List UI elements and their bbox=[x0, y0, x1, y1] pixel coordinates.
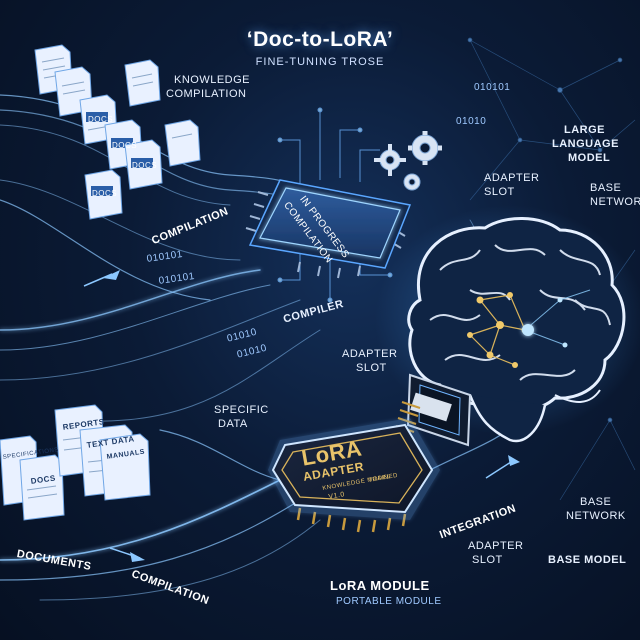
arrow-icon bbox=[485, 455, 520, 479]
document-icon bbox=[124, 59, 161, 107]
doc-label: DOCS bbox=[92, 189, 118, 198]
doc-label: DOCS bbox=[88, 115, 114, 124]
doc-label: DOCS bbox=[132, 161, 158, 170]
gear-icon bbox=[408, 131, 442, 165]
document-icon bbox=[164, 119, 201, 167]
lora-adapter-chip bbox=[268, 418, 440, 533]
background-network bbox=[467, 37, 636, 501]
gear-icon bbox=[403, 173, 421, 191]
binary-text: 01010 bbox=[456, 116, 487, 127]
document-stack-top bbox=[34, 44, 201, 220]
adapter-port bbox=[395, 373, 472, 447]
label-adapter-mid: ADAPTER bbox=[342, 348, 398, 360]
gear-icon bbox=[374, 144, 406, 176]
compilation-chip bbox=[245, 179, 412, 279]
diagram-title: ‘Doc-to-LoRA’ bbox=[246, 28, 394, 51]
label-specific: SPECIFIC bbox=[214, 404, 269, 416]
label-base-bottom: BASE bbox=[580, 496, 612, 508]
label-llm-model: MODEL bbox=[568, 152, 611, 164]
label-network-bottom: NETWORK bbox=[566, 510, 626, 522]
document-icon bbox=[124, 139, 163, 190]
label-data: DATA bbox=[218, 418, 248, 430]
document-icon bbox=[99, 433, 151, 501]
label-slot-bottom: SLOT bbox=[472, 554, 503, 566]
label-adapter-bottom: ADAPTER bbox=[468, 540, 524, 552]
label-llm-language: LANGUAGE bbox=[552, 138, 619, 150]
label-knowledge: KNOWLEDGE bbox=[174, 74, 251, 86]
diagram-subtitle: FINE-TUNING TROSE bbox=[255, 56, 385, 68]
arrow-icon bbox=[109, 547, 145, 562]
document-stack-bottom bbox=[0, 404, 151, 521]
document-icon bbox=[84, 169, 123, 220]
label-network-top: NETWORK bbox=[590, 196, 640, 208]
label-base-top: BASE bbox=[590, 182, 622, 194]
label-compilation-knowledge: COMPILATION bbox=[166, 88, 247, 100]
label-portable-module: PORTABLE MODULE bbox=[336, 596, 442, 607]
binary-text: 010101 bbox=[474, 82, 511, 93]
brain-icon bbox=[375, 205, 640, 443]
doc-label: DOCS bbox=[112, 141, 138, 150]
label-adapter-top: ADAPTER bbox=[484, 172, 540, 184]
label-base-model: BASE MODEL bbox=[548, 554, 627, 566]
arrow-icon bbox=[83, 270, 120, 287]
label-slot-mid: SLOT bbox=[356, 362, 387, 374]
document-icon bbox=[19, 454, 65, 521]
label-slot-top: SLOT bbox=[484, 186, 515, 198]
label-llm-large: LARGE bbox=[564, 124, 605, 136]
label-lora-module: LoRA MODULE bbox=[330, 578, 430, 593]
